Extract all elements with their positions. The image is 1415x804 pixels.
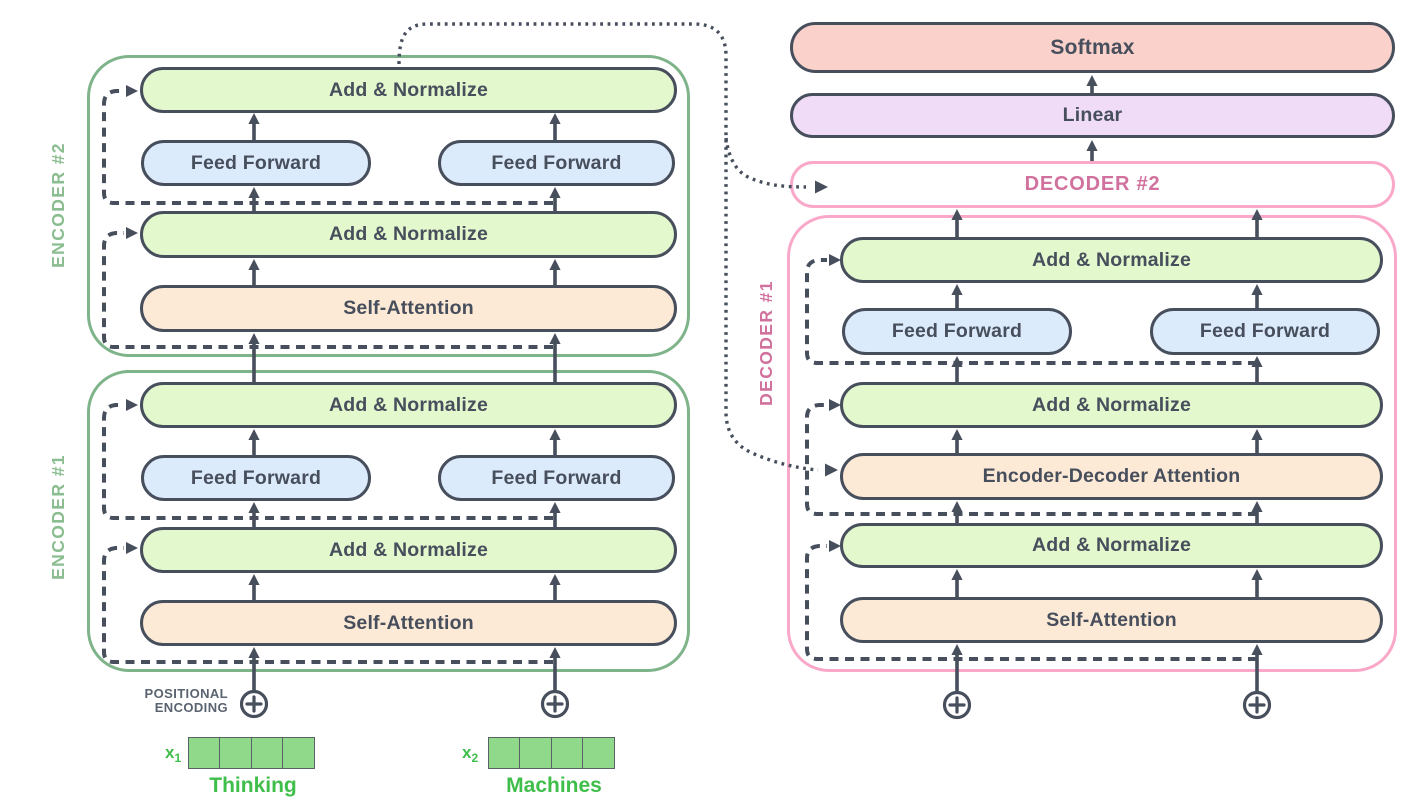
enc2-feed-forward-left-box: Feed Forward [141, 140, 371, 186]
enc2-self-attention-box: Self-Attention [140, 285, 677, 332]
dec1-add-normalize-bottom-box: Add & Normalize [840, 523, 1383, 568]
x2-subscript: 2 [471, 751, 479, 765]
x2-label: x2 [462, 743, 478, 765]
embedding-cell [550, 737, 584, 769]
embedding-cell [581, 737, 615, 769]
plus-circle-icon [239, 689, 269, 719]
x2-base: x [462, 743, 472, 762]
positional-encoding-line2: ENCODING [154, 699, 228, 715]
embedding-cell [519, 737, 553, 769]
plus-circle-icon [540, 689, 570, 719]
encoder2-label: ENCODER #2 [47, 142, 68, 268]
enc1-add-normalize-top-box: Add & Normalize [140, 382, 677, 428]
embedding-vector-x2 [488, 737, 615, 769]
dec1-add-normalize-top-box: Add & Normalize [840, 237, 1383, 283]
enc1-feed-forward-right-box: Feed Forward [438, 455, 675, 501]
enc2-feed-forward-right-box: Feed Forward [438, 140, 675, 186]
embedding-vector-x1 [188, 737, 315, 769]
x1-subscript: 1 [174, 751, 182, 765]
word-machines: Machines [506, 774, 602, 797]
decoder1-label: DECODER #1 [755, 280, 776, 406]
linear-box: Linear [790, 93, 1395, 138]
x1-label: x1 [165, 743, 181, 765]
positional-encoding-label: POSITIONAL ENCODING [96, 687, 228, 714]
dec1-feed-forward-right-box: Feed Forward [1150, 308, 1380, 355]
flow-arrow-head [1086, 75, 1098, 86]
embedding-cell [281, 737, 315, 769]
flow-arrow-head [1086, 140, 1098, 151]
enc1-feed-forward-left-box: Feed Forward [141, 455, 371, 501]
embedding-cell [488, 737, 521, 769]
softmax-box: Softmax [790, 22, 1395, 73]
enc1-self-attention-box: Self-Attention [140, 600, 677, 646]
plus-circle-icon [1242, 690, 1272, 720]
enc1-add-normalize-bottom-box: Add & Normalize [140, 527, 677, 573]
plus-circle-icon [942, 690, 972, 720]
positional-encoding-line1: POSITIONAL [144, 686, 228, 701]
dec1-encoder-decoder-attention-box: Encoder-Decoder Attention [840, 453, 1383, 500]
word-thinking: Thinking [209, 774, 297, 797]
embedding-cell [188, 737, 221, 769]
encoder1-label: ENCODER #1 [47, 454, 68, 580]
enc2-add-normalize-bottom-box: Add & Normalize [140, 211, 677, 258]
dec1-self-attention-box: Self-Attention [840, 597, 1383, 643]
encoder1-outer-box [87, 370, 690, 672]
embedding-cell [219, 737, 253, 769]
dec1-add-normalize-mid-box: Add & Normalize [840, 382, 1383, 428]
decoder2-box: DECODER #2 [790, 161, 1395, 208]
x1-base: x [165, 743, 175, 762]
dec1-feed-forward-left-box: Feed Forward [842, 308, 1072, 355]
enc2-add-normalize-top-box: Add & Normalize [140, 67, 677, 113]
embedding-cell [250, 737, 284, 769]
